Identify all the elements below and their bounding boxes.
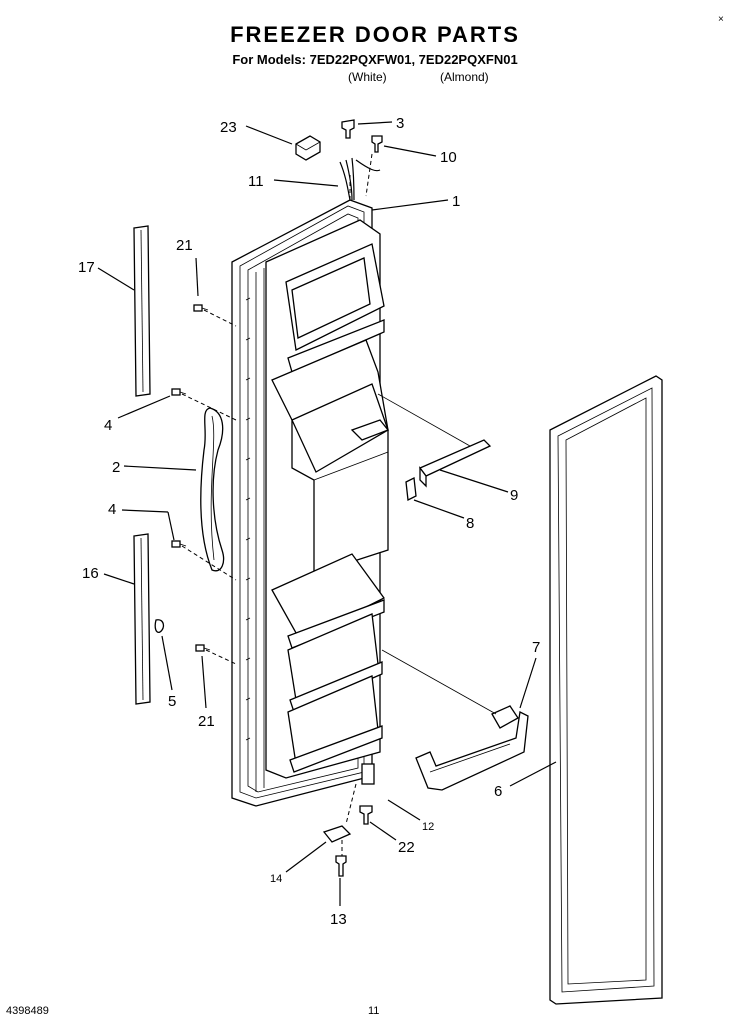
callout-6: 6 <box>494 783 502 800</box>
callout-14: 14 <box>270 873 282 885</box>
trim-strip-16 <box>133 533 151 705</box>
callout-17: 17 <box>78 259 95 276</box>
screws <box>154 304 211 652</box>
callout-5: 5 <box>168 693 176 710</box>
bottom-parts <box>322 763 375 877</box>
callout-11: 11 <box>248 173 264 190</box>
callout-13: 13 <box>330 911 347 928</box>
callout-2: 2 <box>112 459 120 476</box>
callout-1: 1 <box>452 193 460 210</box>
page-title: FREEZER DOOR PARTS <box>230 22 520 47</box>
callout-4-top: 4 <box>104 417 112 434</box>
callout-3: 3 <box>396 115 404 132</box>
callout-numbers: 23 3 10 11 1 21 17 4 2 4 16 5 21 9 8 7 6… <box>78 115 540 928</box>
callout-12: 12 <box>422 821 434 833</box>
callout-22: 22 <box>398 839 415 856</box>
trim-strip-17 <box>133 225 151 397</box>
callout-10: 10 <box>440 149 457 166</box>
clip-8 <box>405 477 417 501</box>
document-number: 4398489 <box>6 1005 49 1017</box>
callout-9: 9 <box>510 487 518 504</box>
door-gasket <box>549 375 663 1005</box>
variant-white: (White) <box>348 70 387 84</box>
callout-8: 8 <box>466 515 474 532</box>
page-number: 11 <box>368 1005 380 1017</box>
callout-21-top: 21 <box>176 237 193 254</box>
callout-23: 23 <box>220 119 237 136</box>
variant-almond: (Almond) <box>440 70 489 84</box>
bottom-bin <box>415 705 529 791</box>
callout-21-bottom: 21 <box>198 713 215 730</box>
bracket-9 <box>418 439 492 488</box>
model-numbers: For Models: 7ED22PQXFW01, 7ED22PQXFN01 <box>232 52 518 67</box>
callout-4-bottom: 4 <box>108 501 116 518</box>
callout-7: 7 <box>532 639 540 656</box>
callout-16: 16 <box>82 565 99 582</box>
top-parts <box>295 119 383 201</box>
leader-lines <box>97 121 557 906</box>
door-handle <box>200 407 225 572</box>
corner-mark: × <box>718 14 724 25</box>
door-panel <box>231 199 390 807</box>
